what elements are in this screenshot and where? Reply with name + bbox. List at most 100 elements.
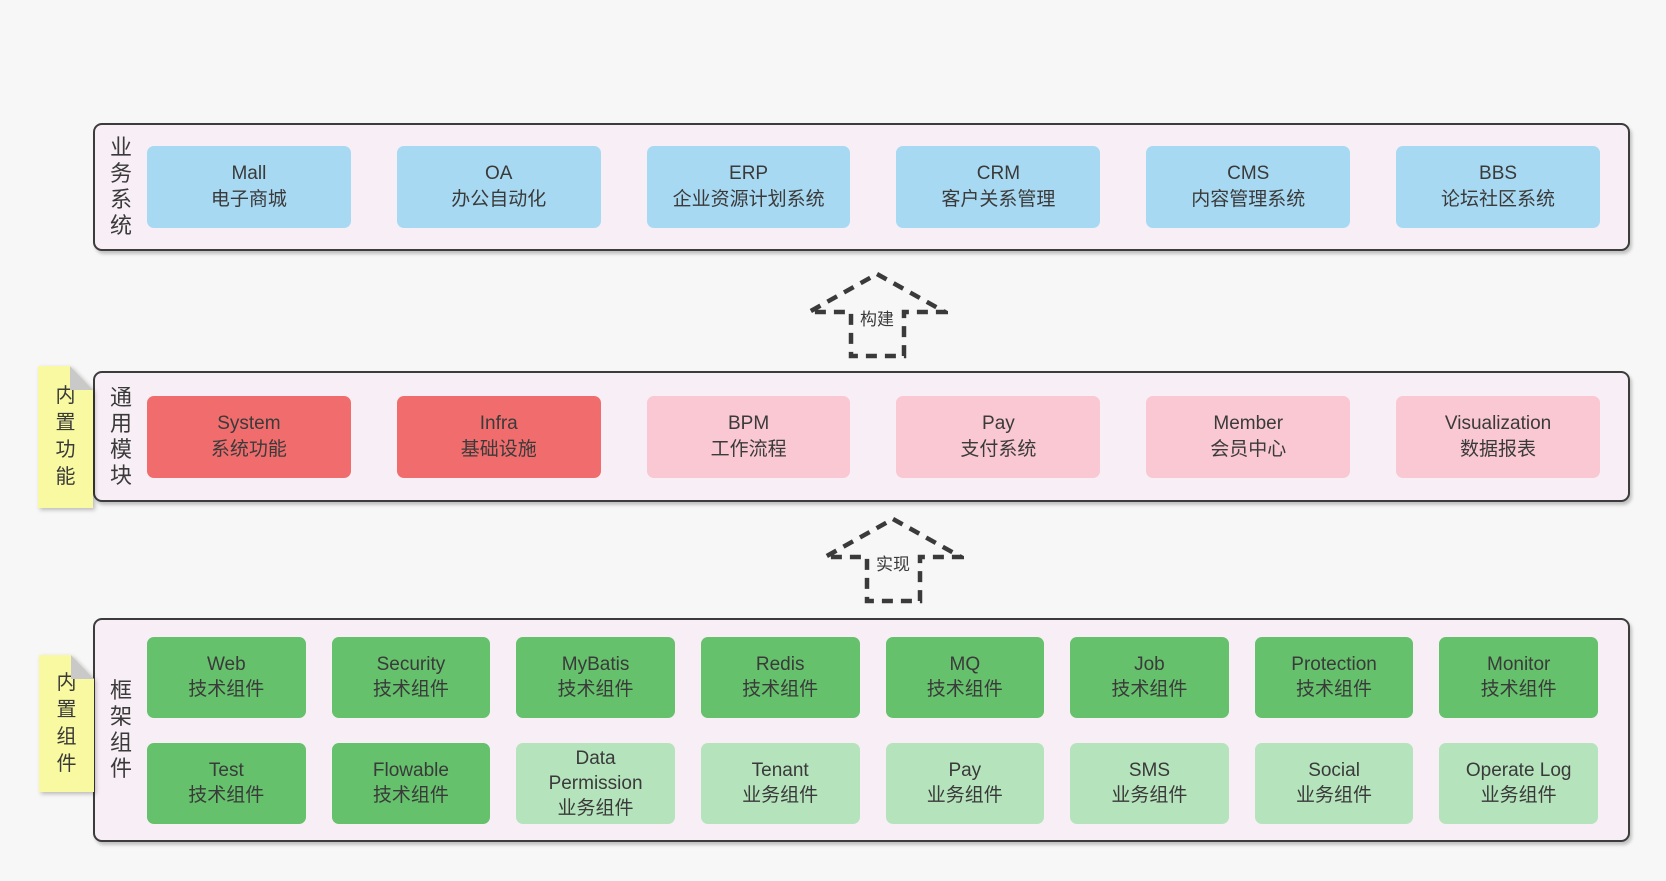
node-line-zh: 技术组件	[1111, 679, 1188, 700]
node-line-en: CMS	[1227, 163, 1270, 184]
section-label-text: 框架组件	[109, 678, 132, 781]
node-mq: MQ 技术组件	[885, 636, 1045, 718]
node-line-en: ERP	[729, 163, 769, 184]
sticky-note: 内置功能	[38, 366, 93, 508]
node-operate-log: Operate Log 业务组件	[1439, 742, 1598, 824]
node-security: Security 技术组件	[331, 636, 491, 718]
node-line-zh: 系统功能	[210, 438, 287, 460]
node-line-en: Monitor	[1487, 654, 1551, 675]
node-line-zh: 技术组件	[188, 679, 265, 700]
node-line-en: Web	[206, 654, 246, 675]
section-common-modules: 通用模块 System 系统功能 Infra 基础设施 BPM 工作流程 Pay…	[93, 371, 1630, 502]
node-line-en: Mall	[231, 163, 267, 184]
node-line-zh: 技术组件	[372, 785, 449, 806]
node-line-zh: 技术组件	[372, 679, 449, 700]
section-label-components: 框架组件	[95, 620, 147, 840]
sticky-built-in-features: 内置功能	[38, 366, 93, 508]
node-line-zh: 基础设施	[460, 438, 537, 460]
node-line-zh: 论坛社区系统	[1441, 189, 1556, 210]
node-line-en: Visualization	[1444, 412, 1552, 434]
business-nodes-row: Mall 电子商城 OA 办公自动化 ERP 企业资源计划系统 CRM 客户关系…	[147, 125, 1628, 249]
node-line-en: BPM	[727, 412, 770, 434]
node-line-en: Infra	[479, 412, 518, 434]
build-arrow-label: 构建	[857, 309, 897, 331]
node-erp: ERP 企业资源计划系统	[646, 146, 851, 228]
sticky-text: 内置组件	[56, 671, 77, 775]
node-cms: CMS 内容管理系统	[1146, 146, 1351, 228]
node-line-zh: 技术组件	[557, 679, 634, 700]
node-line-en: System	[217, 412, 281, 434]
node-member: Member 会员中心	[1146, 395, 1351, 478]
node-monitor: Monitor 技术组件	[1439, 636, 1598, 718]
node-line-en: Social	[1308, 760, 1360, 781]
component-nodes-grid: Web 技术组件 Security 技术组件 MyBatis 技术组件 Redi…	[147, 620, 1628, 840]
node-line-zh: 支付系统	[960, 438, 1037, 460]
node-crm: CRM 客户关系管理	[896, 146, 1101, 228]
node-mall: Mall 电子商城	[147, 146, 351, 228]
node-pay: Pay 支付系统	[896, 395, 1101, 478]
section-label-modules: 通用模块	[95, 373, 147, 500]
node-test: Test 技术组件	[147, 742, 306, 824]
node-line-en: Test	[208, 760, 244, 781]
node-line-en: Data Permission	[548, 747, 643, 794]
node-bpm: BPM 工作流程	[646, 395, 851, 478]
node-line-zh: 业务组件	[1480, 785, 1557, 806]
build-arrow	[806, 271, 948, 359]
node-line-en: Tenant	[751, 760, 809, 781]
node-line-zh: 办公自动化	[451, 189, 547, 210]
section-label-business: 业务系统	[95, 125, 147, 249]
node-line-en: CRM	[976, 163, 1021, 184]
node-line-en: Flowable	[372, 760, 449, 781]
node-web: Web 技术组件	[147, 636, 306, 718]
node-line-zh: 业务组件	[926, 785, 1003, 806]
node-line-en: Job	[1134, 654, 1165, 675]
node-line-zh: 技术组件	[742, 679, 819, 700]
implement-arrow-label: 实现	[873, 554, 913, 576]
sticky-fold-corner	[71, 655, 94, 679]
node-visualization: Visualization 数据报表	[1396, 395, 1600, 478]
section-label-text: 通用模块	[109, 384, 132, 488]
node-line-zh: 业务组件	[1111, 785, 1188, 806]
node-line-zh: 技术组件	[188, 785, 265, 806]
section-label-text: 业务系统	[109, 135, 132, 238]
node-job: Job 技术组件	[1070, 636, 1229, 718]
node-line-en: Pay	[982, 412, 1015, 434]
component-row-2: Test 技术组件 Flowable 技术组件 Data Permission …	[147, 742, 1598, 824]
node-social: Social 业务组件	[1254, 742, 1414, 824]
module-nodes-row: System 系统功能 Infra 基础设施 BPM 工作流程 Pay 支付系统…	[147, 373, 1628, 500]
node-oa: OA 办公自动化	[396, 146, 601, 228]
node-line-en: Operate Log	[1465, 760, 1572, 781]
node-line-en: Redis	[755, 654, 805, 675]
node-line-en: BBS	[1479, 163, 1518, 184]
node-system: System 系统功能	[147, 395, 351, 478]
node-flowable: Flowable 技术组件	[331, 742, 491, 824]
section-framework-components: 框架组件 Web 技术组件 Security 技术组件 MyBatis 技术组件…	[93, 618, 1630, 842]
node-line-zh: 会员中心	[1210, 438, 1287, 460]
node-sms: SMS 业务组件	[1070, 742, 1229, 824]
node-line-zh: 电子商城	[210, 189, 287, 210]
node-tenant: Tenant 业务组件	[700, 742, 860, 824]
node-line-zh: 技术组件	[1480, 679, 1557, 700]
node-line-en: Security	[376, 654, 446, 675]
node-line-en: MQ	[949, 654, 981, 675]
node-line-en: Member	[1213, 412, 1284, 434]
section-business-systems: 业务系统 Mall 电子商城 OA 办公自动化 ERP 企业资源计划系统 CRM…	[93, 123, 1630, 251]
node-line-zh: 企业资源计划系统	[672, 189, 825, 210]
sticky-text: 内置功能	[55, 385, 76, 488]
node-line-zh: 业务组件	[1296, 785, 1373, 806]
sticky-built-in-components: 内置组件	[39, 655, 94, 792]
node-infra: Infra 基础设施	[396, 395, 601, 478]
implement-arrow	[822, 516, 964, 604]
node-line-zh: 工作流程	[710, 438, 787, 460]
node-pay-business: Pay 业务组件	[885, 742, 1045, 824]
node-mybatis: MyBatis 技术组件	[516, 636, 675, 718]
node-redis: Redis 技术组件	[700, 636, 860, 718]
component-row-1: Web 技术组件 Security 技术组件 MyBatis 技术组件 Redi…	[147, 636, 1598, 718]
node-line-en: MyBatis	[561, 654, 630, 675]
node-line-en: Pay	[948, 760, 982, 781]
node-line-zh: 技术组件	[1296, 679, 1373, 700]
node-line-zh: 业务组件	[742, 785, 819, 806]
node-protection: Protection 技术组件	[1254, 636, 1414, 718]
node-line-en: OA	[485, 163, 513, 184]
node-line-zh: 客户关系管理	[941, 189, 1056, 210]
